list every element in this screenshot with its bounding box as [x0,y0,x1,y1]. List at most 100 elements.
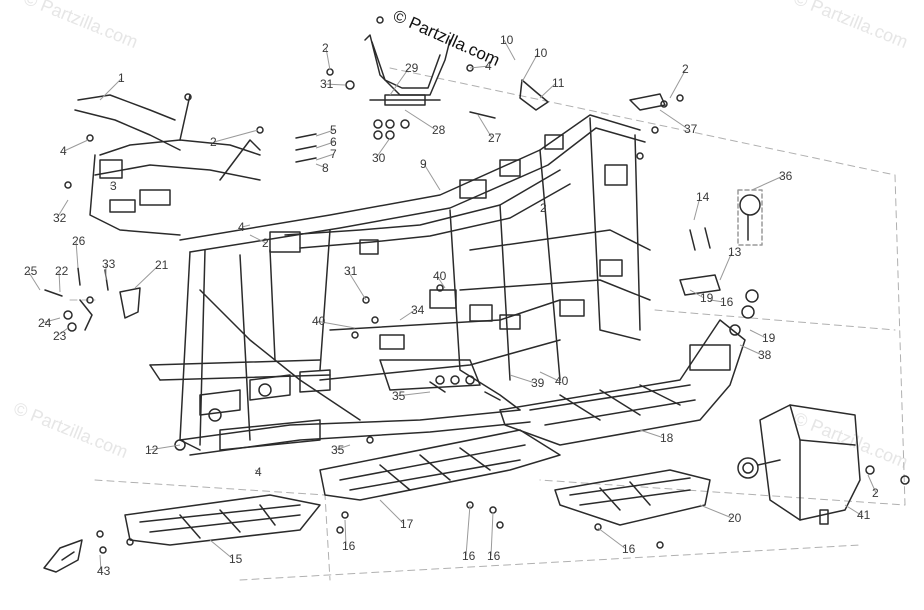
callout-label: 24 [38,316,52,330]
leader-line [213,129,259,143]
leader-line [56,327,69,337]
leader-line [148,444,181,451]
callout-label: 4 [238,220,245,234]
callout-label: 31 [320,77,334,91]
leader-line [709,299,725,303]
leader-line [509,374,536,384]
leader-line [315,153,335,161]
callout-label: 38 [758,348,772,362]
leader-line [209,539,234,560]
leader-line [659,109,689,130]
callout-label: 19 [762,331,776,345]
callout-label: 29 [405,61,419,75]
callout-label: 12 [145,443,159,457]
leader-line [749,329,767,339]
leader-line [347,270,367,301]
leader-line [58,270,61,293]
callout-label: 15 [229,552,243,566]
leader-line [395,391,431,397]
callout-label: 16 [342,539,356,553]
callout-label: 16 [462,549,476,563]
air-box [737,404,861,525]
leader-line [41,317,61,324]
callout-label: 23 [53,329,67,343]
callout-label: 2 [262,236,269,250]
leader-line [27,270,41,291]
leader-line [465,504,471,557]
callout-label: 30 [372,151,386,165]
skid-plate-17 [319,429,561,501]
leader-line [404,109,437,131]
callout-label: 7 [330,147,337,161]
callout-label: 37 [684,122,698,136]
leader-line [739,344,763,356]
callout-label: 33 [102,257,116,271]
callout-label: 4 [485,59,492,73]
callout-label: 40 [555,374,569,388]
leader-line [99,77,123,101]
frame-brackets [174,134,628,451]
callout-label: 6 [330,135,337,149]
leader-line [315,129,335,137]
leader-line [254,469,260,473]
leader-line [539,371,560,382]
leader-line [521,52,539,83]
callout-label: 3 [110,179,117,193]
footrest-parts [679,189,763,336]
leader-line [639,429,665,439]
leader-line [699,504,733,519]
leader-line [539,82,557,99]
callout-label: 2 [322,41,329,55]
leader-line [597,527,627,550]
leader-line [379,499,405,525]
front-arrow-icon [43,539,83,573]
callout-label: 36 [779,169,793,183]
leader-lines [27,39,877,572]
leader-line [469,65,490,69]
callout-label: 41 [857,508,871,522]
skid-plate-20 [554,469,711,526]
callout-label: 16 [720,295,734,309]
leader-line [75,240,79,269]
fasteners [44,16,910,554]
callout-label: 11 [552,76,565,90]
callout-label: 22 [55,264,69,278]
callout-label: 2 [210,135,217,149]
leader-line [109,184,115,187]
leader-line [315,163,327,169]
callout-label: 2 [682,62,689,76]
callout-label: 4 [255,465,262,479]
top-handle [364,34,451,106]
leader-line [719,251,733,281]
leader-line [375,137,391,159]
callout-label: 27 [488,131,502,145]
leader-line [323,83,346,86]
callout-label: 17 [400,517,414,531]
callout-label: 4 [60,144,67,158]
leader-line [63,139,89,152]
callout-label: 1 [118,71,125,85]
leader-line [99,554,102,572]
callout-label: 40 [433,269,447,283]
leader-line [503,39,516,61]
callout-label: 9 [420,157,427,171]
rear-rack [74,94,261,236]
leader-line [249,234,267,244]
callout-label: 16 [487,549,501,563]
leader-line [241,224,251,228]
callout-label: 35 [392,389,406,403]
callout-label: 31 [344,264,358,278]
leader-line [490,511,494,557]
leader-line [56,199,69,219]
callout-label: 21 [155,258,169,272]
callout-label: 8 [322,161,329,175]
callout-label: 2 [540,201,547,215]
callout-label: 14 [696,190,710,204]
callout-label: 10 [500,33,514,47]
callout-label: 28 [432,123,446,137]
callout-label: 26 [72,234,86,248]
leader-line [689,289,705,299]
callout-label: 16 [622,542,636,556]
